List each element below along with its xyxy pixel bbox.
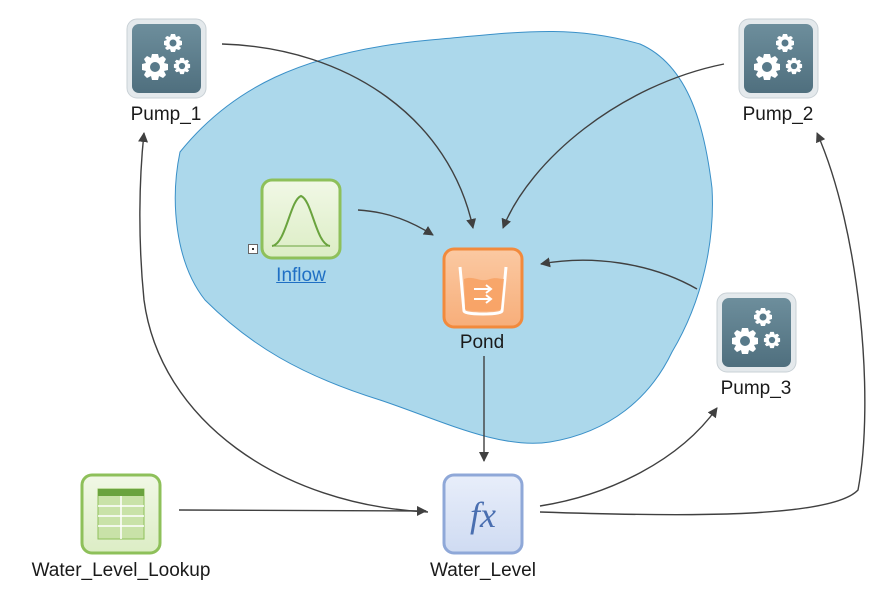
arrow-pump2-to-pond [501,63,725,229]
inflow-bell-curve-icon[interactable] [260,178,342,260]
water-level-lookup-table-icon[interactable] [80,473,162,555]
pump-3-gears-icon[interactable] [716,292,797,373]
pond-container-region [174,30,713,444]
arrow-pump1-to-pond [221,43,477,229]
pond-reservoir-icon[interactable] [442,247,524,329]
water-level-lookup-label: Water_Level_Lookup [31,560,211,581]
pump-2-label: Pump_2 [742,104,814,125]
inflow-expand-toggle[interactable] [248,244,258,254]
pump-1-gears-icon[interactable] [126,18,207,99]
inflow-label-link[interactable]: Inflow [276,265,326,286]
pump-1-label: Pump_1 [130,104,202,125]
pump-2-gears-icon[interactable] [738,18,819,99]
arrow-water-level-to-pump3 [539,407,718,507]
arrow-water-level-to-pump1 [138,132,429,513]
arrow-lookup-to-water-level [178,505,427,516]
arrow-inflow-to-pond [357,209,434,236]
water-level-label: Water_Level [430,560,536,581]
pond-label: Pond [459,332,505,353]
water-level-function-fx-icon[interactable]: fx [442,473,524,555]
pump-3-label: Pump_3 [720,378,792,399]
svg-text:fx: fx [470,495,496,535]
arrow-pump3-to-pond [540,257,698,290]
arrow-water-level-to-pump2 [539,132,866,516]
